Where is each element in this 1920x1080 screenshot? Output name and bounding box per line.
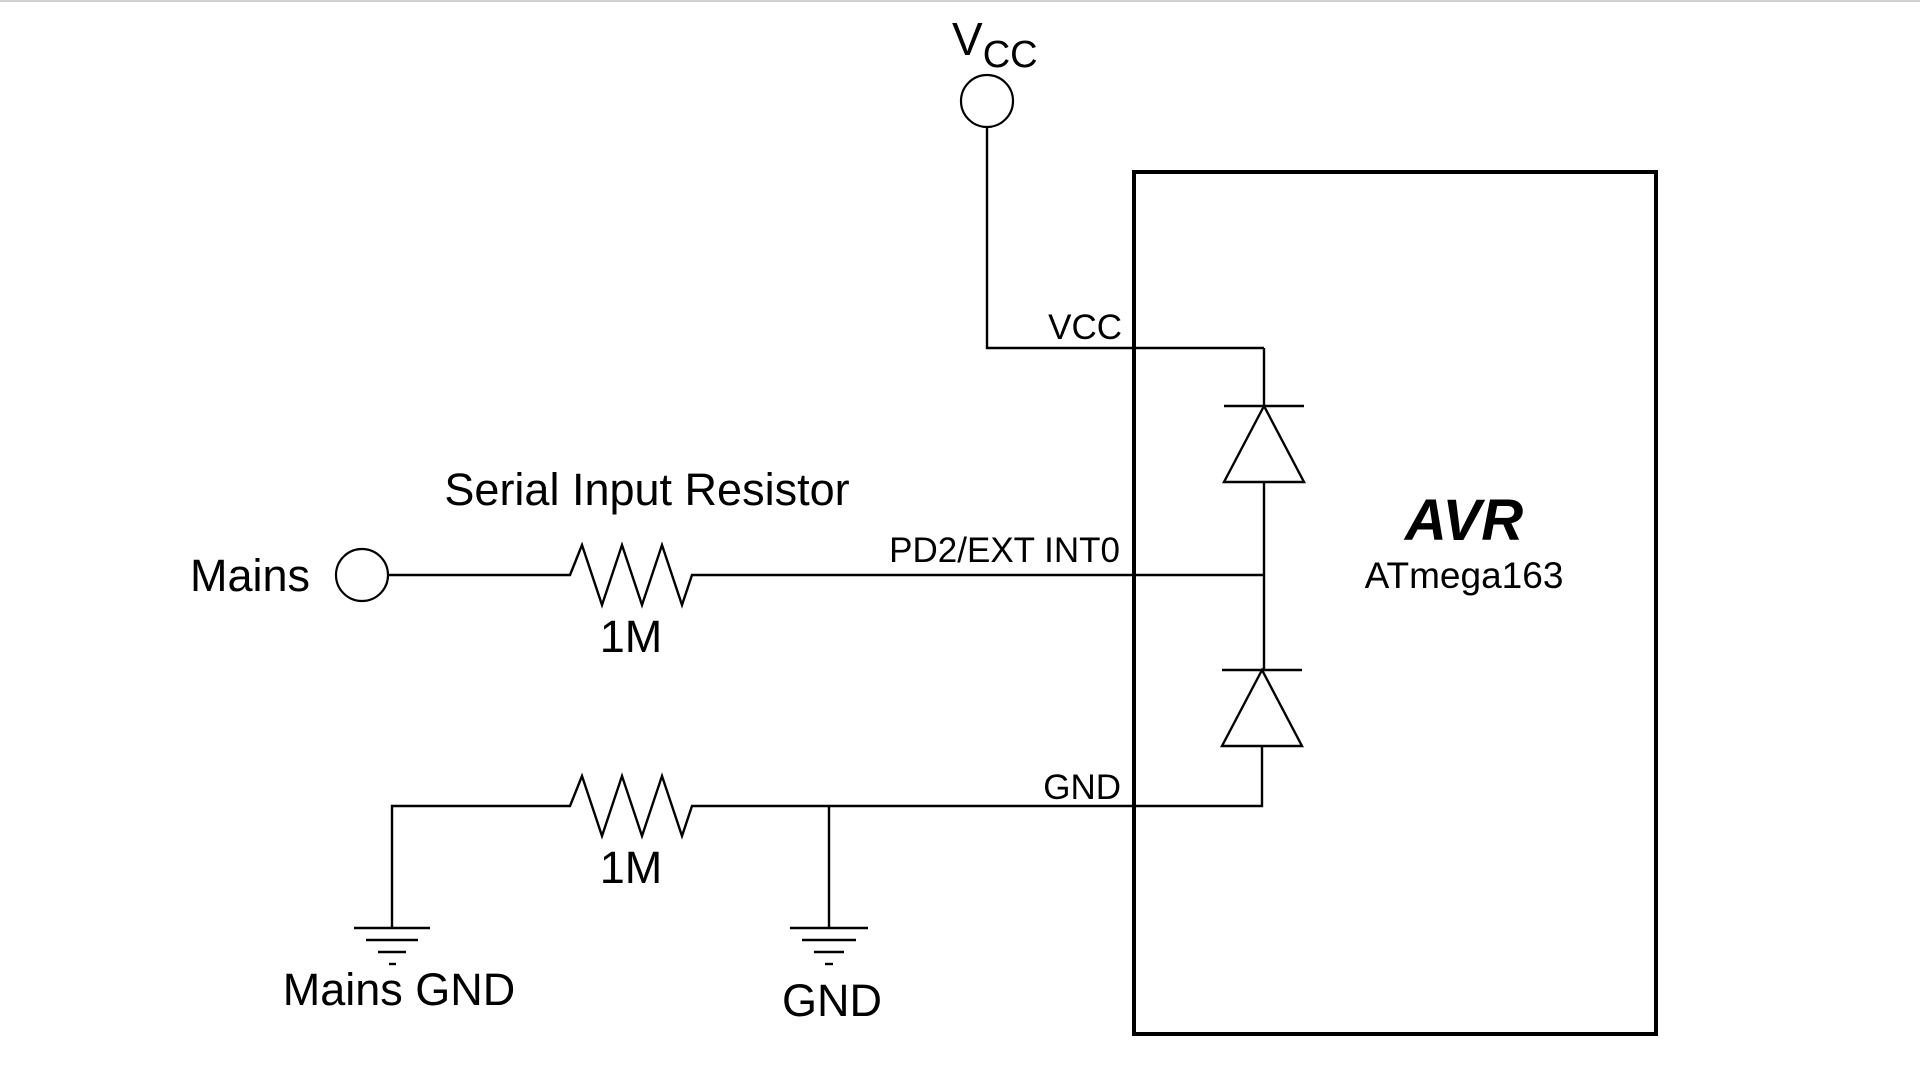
vcc-terminal — [959, 73, 1015, 129]
ground-resistor — [390, 772, 1134, 908]
avr-chip-outline — [1132, 170, 1658, 1036]
top-divider — [0, 0, 1920, 2]
mains-label: Mains — [190, 550, 310, 601]
gnd-label: GND — [782, 975, 882, 1026]
diode-column-bottom-wire — [1134, 746, 1264, 808]
lower-diode-triangle — [1220, 667, 1304, 748]
vcc-wire — [985, 127, 1264, 350]
upper-diode-triangle — [1222, 403, 1306, 484]
vcc-pin-label: VCC — [1048, 308, 1122, 347]
gnd-symbol — [790, 926, 868, 966]
vcc-supply-label: VCC — [952, 13, 1038, 76]
mains-ground-symbol — [354, 908, 430, 966]
bottom-resistor-value: 1M — [600, 842, 663, 893]
serial-resistor-title: Serial Input Resistor — [444, 464, 849, 515]
input-resistor — [388, 541, 1264, 609]
mains-terminal — [334, 547, 390, 603]
pd2-pin-label: PD2/EXT INT0 — [889, 531, 1120, 570]
mains-gnd-label: Mains GND — [283, 964, 516, 1015]
top-resistor-value: 1M — [600, 611, 663, 662]
chip-model: ATmega163 — [1365, 555, 1564, 596]
gnd-pin-label: GND — [1043, 768, 1121, 807]
chip-name: AVR — [1403, 488, 1523, 553]
